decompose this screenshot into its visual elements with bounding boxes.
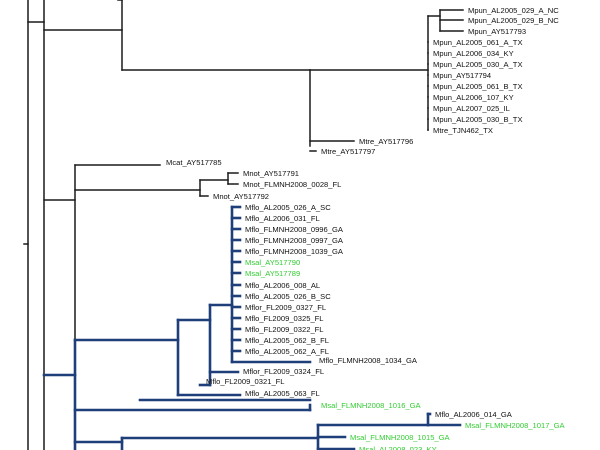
taxon-label: Mflor_FL2009_0327_FL [245,303,326,312]
taxon-label: Mflo_AL2005_062_B_FL [245,336,329,345]
taxon-label: Mnot_FLMNH2008_0028_FL [243,180,341,189]
taxon-label: Mnot_AY517791 [243,169,299,178]
taxon-label: Mflo_AL2005_026_B_SC [245,292,331,301]
taxon-label: Msal_AL2008_023_KY [359,445,437,450]
taxon-label: Mflo_FLMNH2008_1034_GA [319,356,418,365]
taxon-label: Mflo_FLMNH2008_0997_GA [245,236,344,245]
taxon-label: Mflo_AL2006_031_FL [245,214,320,223]
taxon-label: Mpun_AL2006_034_KY [433,49,514,58]
taxon-label: Mflo_FL2009_0322_FL [245,325,324,334]
taxon-label: Mpun_AL2007_025_IL [433,104,510,113]
taxon-label: Mpun_AL2006_107_KY [433,93,514,102]
taxon-label: Msal_FLMNH2008_1017_GA [465,421,566,430]
tree-branches [23,0,464,450]
taxon-label: Mpun_AL2005_061_B_TX [433,82,523,91]
taxon-label: Mflor_FL2009_0324_FL [243,367,324,376]
taxon-label: Mcat_AY517785 [166,158,222,167]
taxon-label: Mpun_AL2005_029_B_NC [468,16,559,25]
taxon-label: Mflo_AL2006_008_AL [245,281,320,290]
taxon-label: Mflo_FL2009_0321_FL [206,377,285,386]
taxon-label: Mflo_AL2006_014_GA [435,410,513,419]
taxon-label: Mpun_AY517793 [468,27,526,36]
taxon-label: Mtre_AY517797 [321,147,375,156]
taxon-label: Msal_FLMNH2008_1016_GA [321,401,422,410]
taxon-label: Mpun_AL2005_030_B_TX [433,115,523,124]
taxon-label: Mnot_AY517792 [213,192,269,201]
taxon-label: Mtre_AY517796 [359,137,413,146]
taxon-label: Msal_AY517790 [245,258,300,267]
taxon-label: Mflo_FL2009_0325_FL [245,314,324,323]
taxon-label: Mflo_FLMNH2008_0996_GA [245,225,344,234]
taxon-label: Mflo_FLMNH2008_1039_GA [245,247,344,256]
taxon-label: Mflo_AL2005_026_A_SC [245,203,331,212]
taxon-label: Mpun_AY517794 [433,71,491,80]
taxon-labels: Mpun_AL2005_029_A_NCMpun_AL2005_029_B_NC… [166,6,566,450]
taxon-label: Mtre_TJN462_TX [433,126,493,135]
taxon-label: Msal_FLMNH2008_1015_GA [350,433,451,442]
taxon-label: Mpun_AL2005_061_A_TX [433,38,523,47]
taxon-label: Mpun_AL2005_030_A_TX [433,60,523,69]
taxon-label: Mflo_AL2005_063_FL [245,389,320,398]
taxon-label: Mflo_AL2005_062_A_FL [245,347,329,356]
taxon-label: Mpun_AL2005_029_A_NC [468,6,559,15]
taxon-label: Msal_AY517789 [245,269,300,278]
